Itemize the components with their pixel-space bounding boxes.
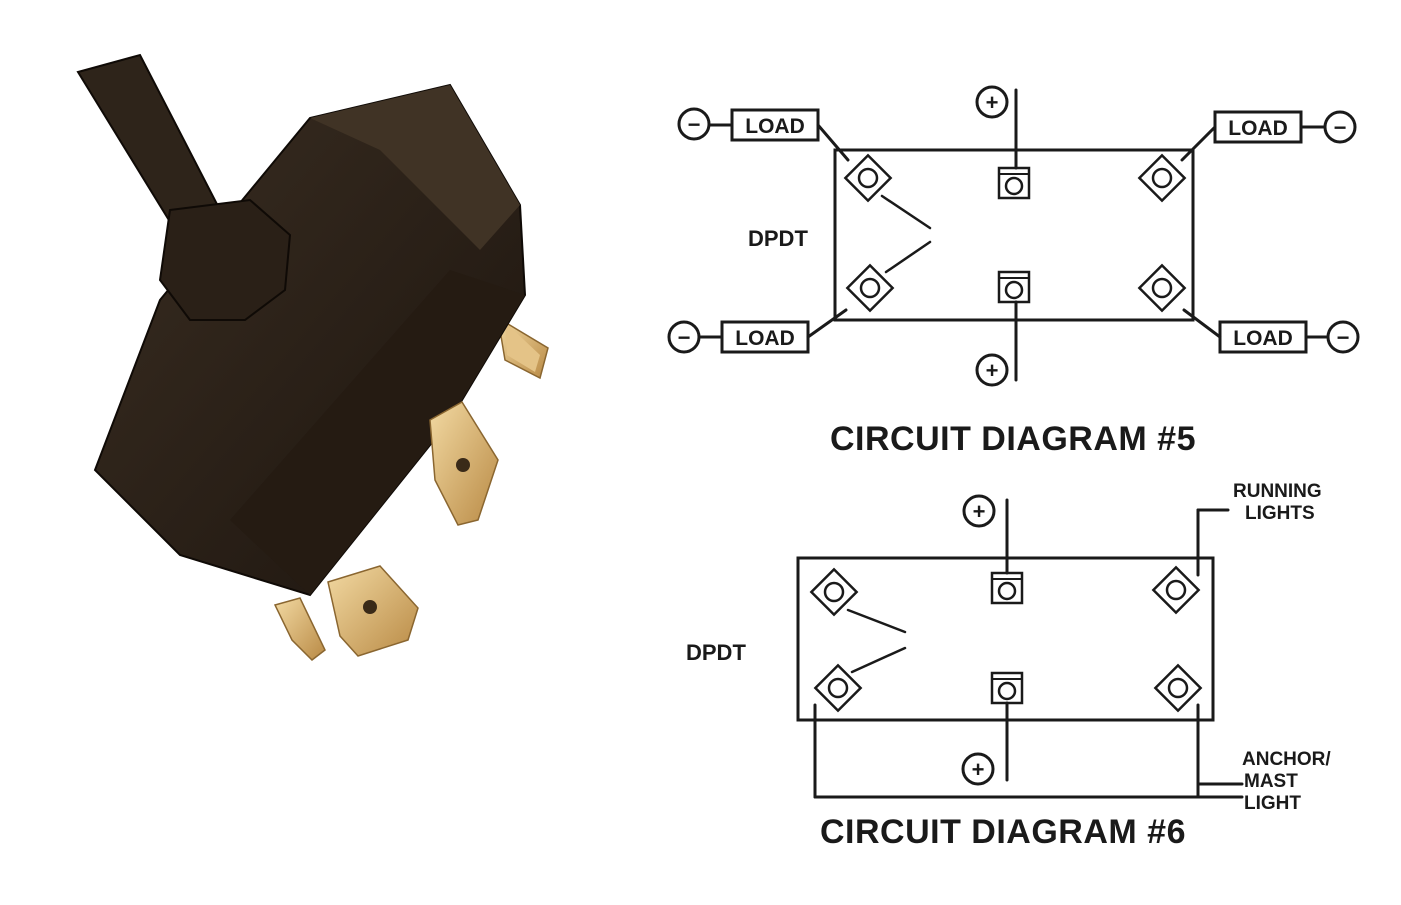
anchor-light-label-line1: ANCHOR/ <box>1242 749 1331 770</box>
minus-symbol-tl: − <box>688 112 701 137</box>
plus-symbol6-bottom: + <box>972 757 985 782</box>
minus-circle-bottom-right <box>1326 320 1360 354</box>
minus-symbol-bl: − <box>678 325 691 350</box>
circuit-diagram-5 <box>667 85 1360 387</box>
plus-circle-bottom <box>975 353 1009 387</box>
terminal6-top-center <box>990 571 1024 605</box>
circuit-diagram-6 <box>796 494 1244 799</box>
terminal-bottom-center <box>997 270 1031 304</box>
load-label-bl: LOAD <box>735 327 795 350</box>
minus-circle-top-left <box>677 107 711 141</box>
plus-circle6-top <box>962 494 996 528</box>
terminal6-bottom-center <box>990 671 1024 705</box>
terminal-top-center <box>997 166 1031 200</box>
plus-symbol-bottom: + <box>986 358 999 383</box>
minus-circle-bottom-left <box>667 320 701 354</box>
switch-outline <box>833 148 1195 322</box>
load-label-br: LOAD <box>1233 327 1293 350</box>
terminal6-bottom-right <box>1154 664 1202 712</box>
plus-symbol6-top: + <box>973 499 986 524</box>
terminal6-top-left <box>810 568 858 616</box>
terminal-top-right <box>1138 154 1186 202</box>
toggle-switch-image <box>76 53 549 661</box>
plus-circle6-bottom <box>961 752 995 786</box>
diagram-6-title: CIRCUIT DIAGRAM #6 <box>820 813 1186 851</box>
terminal-top-left <box>844 154 892 202</box>
anchor-light-label-line3: LIGHT <box>1244 793 1301 814</box>
terminal6-top-right <box>1152 566 1200 614</box>
minus-symbol-br: − <box>1337 325 1350 350</box>
terminal-bottom-right <box>1138 264 1186 312</box>
minus-symbol-tr: − <box>1334 115 1347 140</box>
diagram-5-title: CIRCUIT DIAGRAM #5 <box>830 420 1196 458</box>
plus-symbol-top: + <box>986 90 999 115</box>
running-lights-label-line1: RUNNING <box>1233 481 1322 502</box>
dpdt-label-5: DPDT <box>748 226 808 251</box>
plus-circle-top <box>975 85 1009 119</box>
anchor-light-label-line2: MAST <box>1244 771 1298 792</box>
running-lights-label-line2: LIGHTS <box>1245 503 1315 524</box>
dpdt-label-6: DPDT <box>686 640 746 665</box>
load-label-tl: LOAD <box>745 115 805 138</box>
minus-circle-top-right <box>1323 110 1357 144</box>
load-label-tr: LOAD <box>1228 117 1288 140</box>
